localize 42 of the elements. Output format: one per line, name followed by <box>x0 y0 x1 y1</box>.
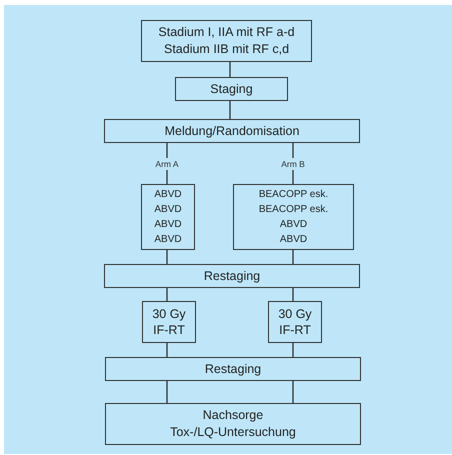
connector-line <box>292 381 294 403</box>
box-text: Staging <box>210 81 253 97</box>
box-text: IF-RT <box>153 322 185 338</box>
connector-line <box>229 101 231 119</box>
process-box <box>141 184 195 250</box>
box-text: ABVD <box>280 218 308 232</box>
process-box <box>141 20 312 62</box>
box-text: ABVD <box>154 233 182 247</box>
connector-line <box>229 62 231 77</box>
box-text: BEACOPP esk. <box>258 188 328 202</box>
box-text: Restaging <box>204 268 260 284</box>
box-text: 30 Gy <box>278 306 312 322</box>
process-box <box>104 264 360 288</box>
process-box <box>105 357 361 381</box>
connector-line <box>292 250 294 264</box>
process-box <box>104 119 360 143</box>
connector-line <box>166 250 168 264</box>
box-text: Restaging <box>204 361 262 377</box>
box-text: ABVD <box>154 218 182 232</box>
box-text: Stadium IIB mit RF c,d <box>164 41 290 58</box>
connector-line <box>166 288 168 301</box>
box-text: Meldung/Randomisation <box>164 123 300 139</box>
process-box <box>142 301 196 343</box>
box-text: Tox-/LQ-Untersuchung <box>170 424 296 441</box>
box-text: Nachsorge <box>202 407 264 424</box>
process-box <box>268 301 322 343</box>
edge-label: Arm A <box>153 158 181 170</box>
connector-line <box>292 343 294 357</box>
process-box <box>233 184 354 250</box>
box-text: IF-RT <box>279 322 311 338</box>
box-text: 30 Gy <box>152 306 186 322</box>
process-box <box>175 77 288 101</box>
box-text: ABVD <box>154 203 182 217</box>
edge-label: Arm B <box>279 158 307 170</box>
connector-line <box>166 343 168 357</box>
process-box <box>105 403 361 445</box>
box-text: ABVD <box>154 188 182 202</box>
box-text: Stadium I, IIA mit RF a-d <box>158 24 295 41</box>
box-text: ABVD <box>280 233 308 247</box>
connector-line <box>292 288 294 301</box>
box-text: BEACOPP esk. <box>258 203 328 217</box>
connector-line <box>166 381 168 403</box>
